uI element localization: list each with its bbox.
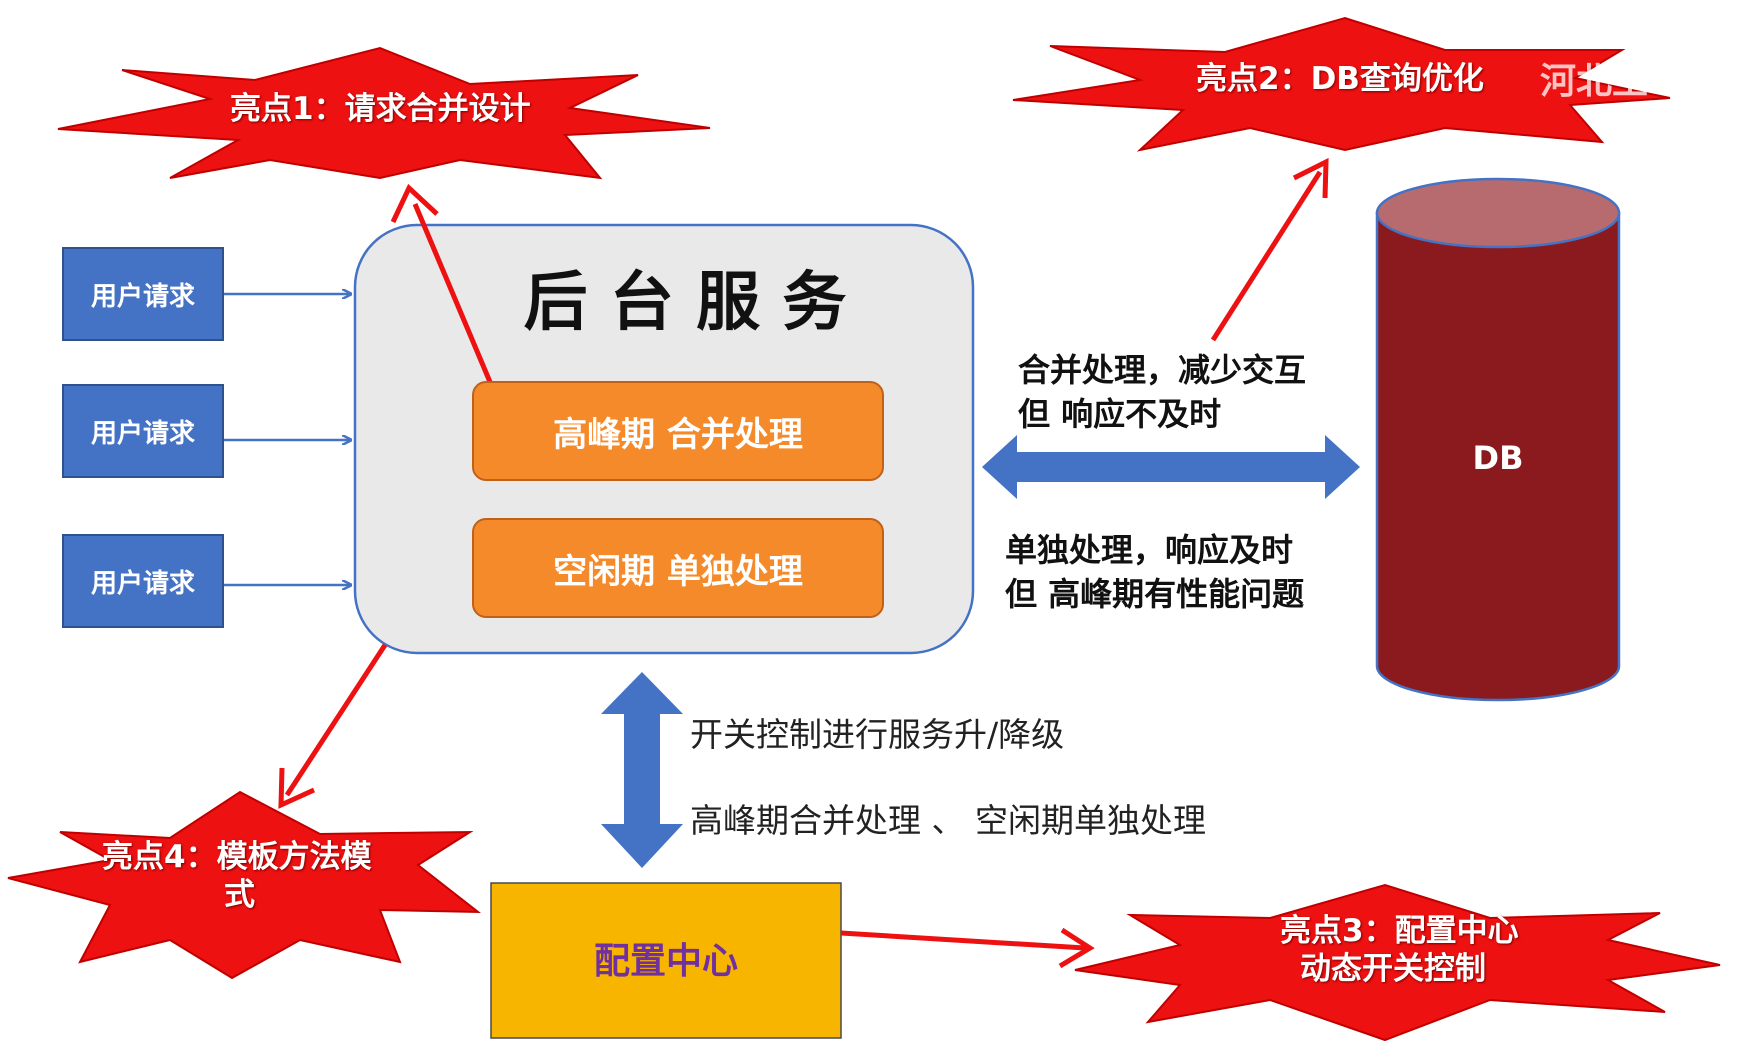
backend-title: 后 台 服 务 [523,266,847,340]
switch-note: 开关控制进行服务升/降级 [690,715,1065,754]
peak-merge-box: 高峰期 合并处理 [472,381,884,481]
user-request-box-3: 用户请求 [62,534,224,628]
red-arrow-to-h2 [1210,157,1329,342]
db-cylinder [1375,177,1621,702]
highlight-2-text: 亮点2：DB查询优化 [1196,61,1484,97]
red-arrow-to-h4 [278,643,388,809]
highlight-4-text-line2: 式 [224,877,255,913]
user-request-box-2: 用户请求 [62,384,224,478]
highlight-1-text: 亮点1：请求合并设计 [230,91,531,127]
highlight-3-star [1074,883,1721,1042]
highlight-2-star [1012,16,1671,152]
db-label: DB [1472,439,1524,477]
merge-note-line2: 但 响应不及时 [1018,395,1222,433]
highlight-3-text-line2: 动态开关控制 [1300,951,1486,987]
red-arrow-to-h3 [840,927,1095,969]
peak-idle-note: 高峰期合并处理 、 空闲期单独处理 [690,801,1206,840]
highlight-1-star [57,46,711,180]
backend-config-double-arrow [601,672,683,868]
user-request-box-1: 用户请求 [62,247,224,341]
idle-single-box: 空闲期 单独处理 [472,518,884,618]
single-note-line1: 单独处理，响应及时 [1005,531,1294,569]
config-center-label: 配置中心 [593,941,738,982]
highlight-3-text-line1: 亮点3：配置中心 [1280,913,1519,949]
highlight-4-star [7,790,481,980]
backend-db-double-arrow [982,435,1360,499]
highlight-4-text-line1: 亮点4：模板方法模 [102,839,372,875]
config-center-box [490,882,842,1039]
single-note-line2: 但 高峰期有性能问题 [1005,575,1305,613]
red-arrow-to-h1 [390,183,493,383]
merge-note-line1: 合并处理，减少交互 [1018,351,1307,389]
watermark: 河北王 [1540,61,1649,102]
